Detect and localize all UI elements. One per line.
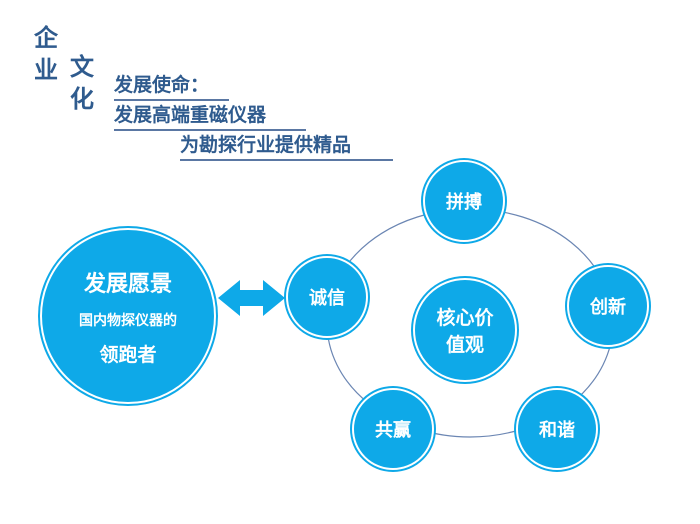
value-chengxin: 诚信 bbox=[286, 256, 368, 338]
title-char: 文 bbox=[70, 52, 94, 81]
vision-circle: 发展愿景 国内物探仪器的 领跑者 bbox=[40, 228, 216, 404]
center-line-2: 值观 bbox=[445, 334, 484, 356]
value-pinbo: 拼搏 bbox=[423, 160, 505, 242]
value-gongying: 共赢 bbox=[352, 388, 434, 470]
mission-line-1: 发展高端重磁仪器 bbox=[114, 100, 306, 131]
double-arrow bbox=[218, 280, 285, 316]
title-char: 企 bbox=[34, 23, 58, 52]
mission-line-2: 为勘探行业提供精品 bbox=[180, 130, 393, 161]
title-char: 化 bbox=[70, 84, 94, 113]
value-hexie: 和谐 bbox=[516, 388, 598, 470]
value-chuangxin: 创新 bbox=[567, 265, 649, 347]
vision-line-2: 领跑者 bbox=[99, 343, 157, 366]
mission-label: 发展使命： bbox=[114, 70, 229, 101]
value-center: 核心价 值观 bbox=[413, 278, 517, 382]
vision-title: 发展愿景 bbox=[83, 271, 172, 297]
vision-line-1: 国内物探仪器的 bbox=[79, 312, 177, 329]
center-line-1: 核心价 bbox=[436, 307, 494, 329]
title-char: 业 bbox=[34, 55, 58, 84]
